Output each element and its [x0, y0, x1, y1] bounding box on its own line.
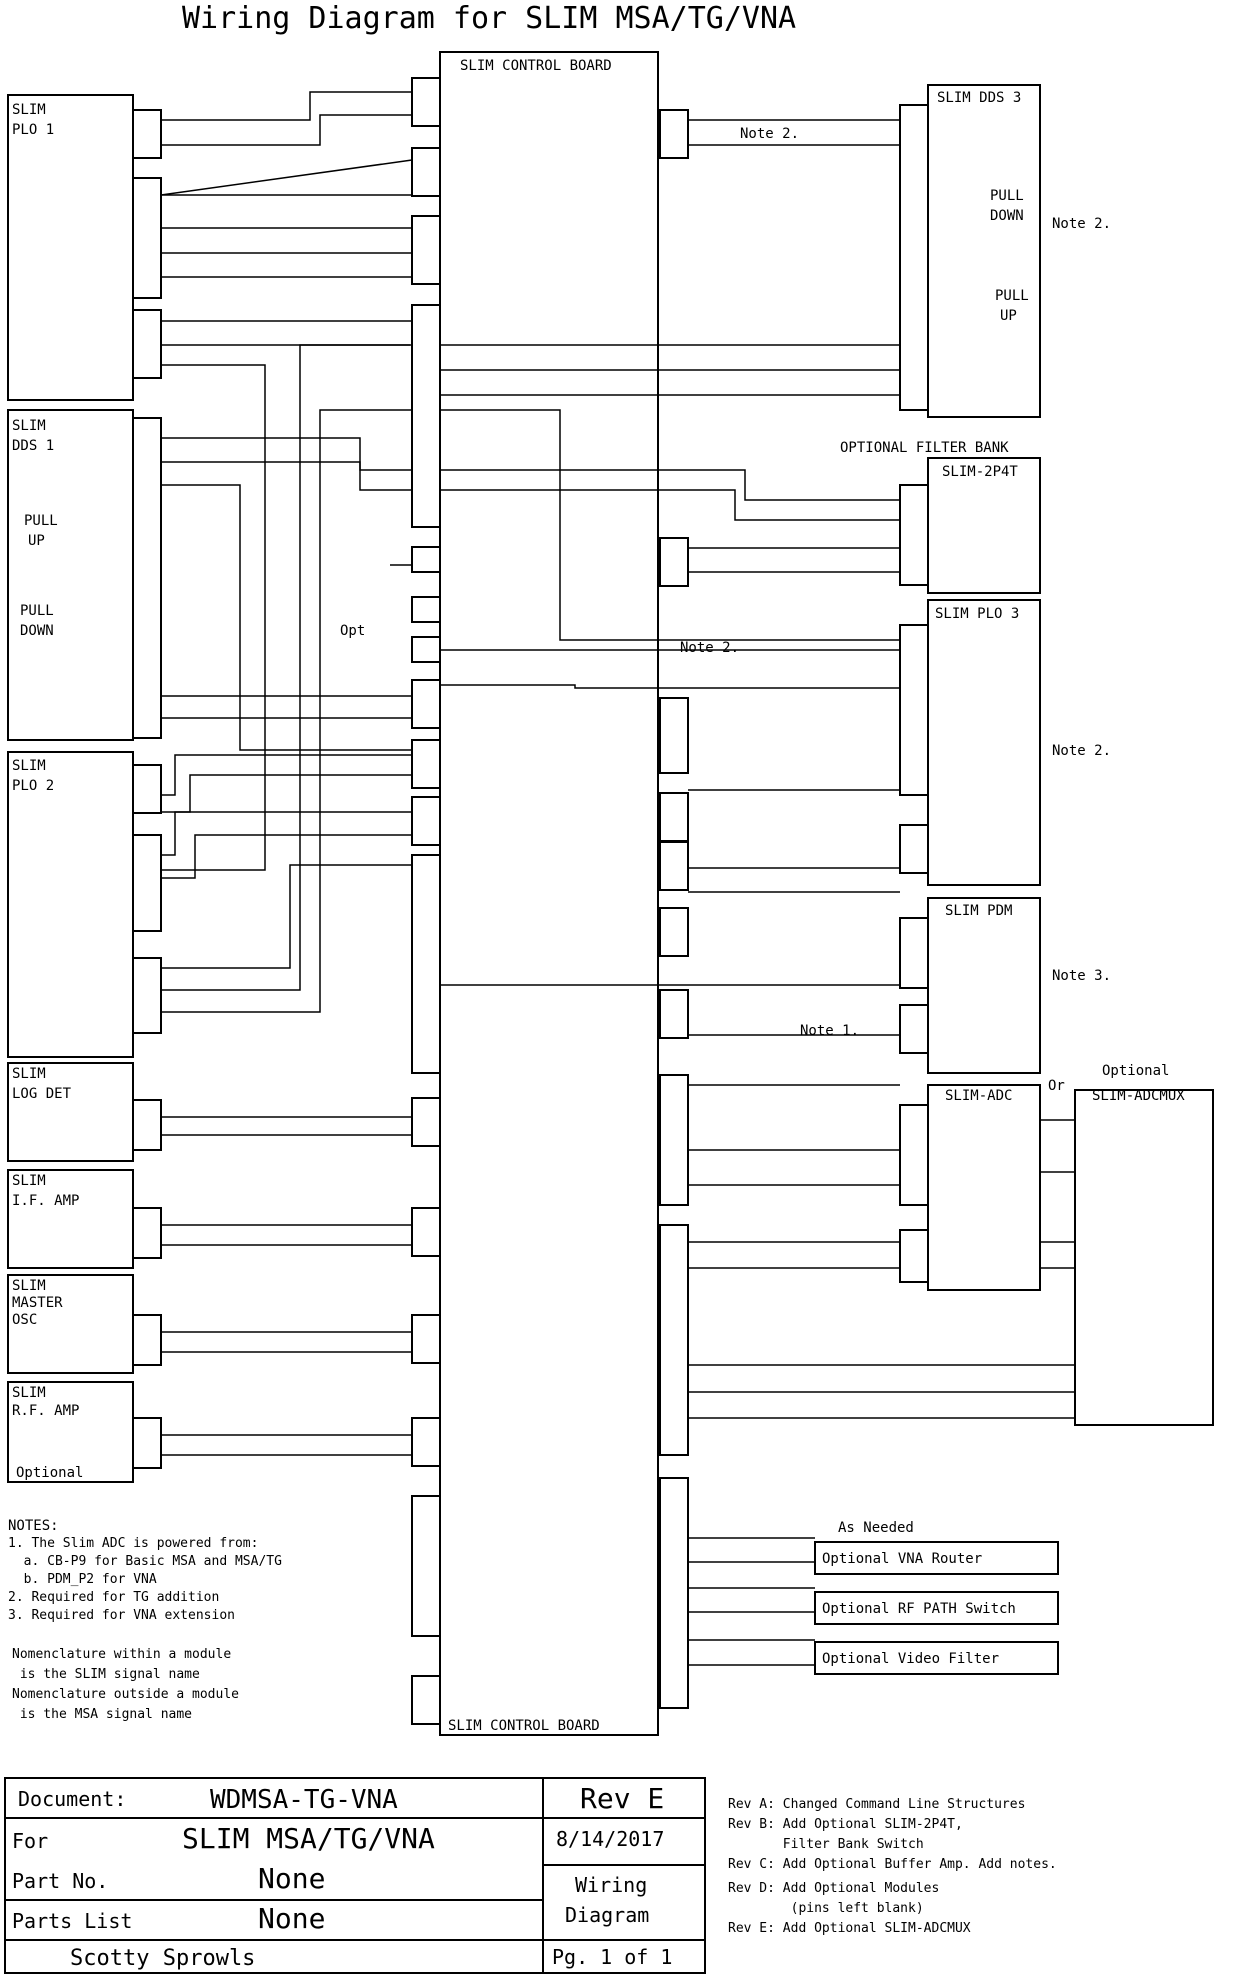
note-line-2: a. CB-P9 for Basic MSA and MSA/TG	[8, 1554, 282, 1569]
opt-label: Opt	[340, 623, 365, 639]
plo2-line2: PLO 2	[12, 778, 54, 794]
rev-line-7: Rev E: Add Optional SLIM-ADCMUX	[728, 1921, 971, 1936]
document-label: Document:	[18, 1787, 126, 1811]
masterosc-line3: OSC	[12, 1312, 37, 1328]
adcmux-header: Optional	[1102, 1063, 1169, 1079]
notes-heading: NOTES:	[8, 1518, 59, 1534]
nomenclature-2: is the SLIM signal name	[12, 1667, 200, 1682]
logdet-line2: LOG DET	[12, 1086, 72, 1102]
rfamp-line2: R.F. AMP	[12, 1403, 79, 1419]
for-value: SLIM MSA/TG/VNA	[182, 1822, 435, 1855]
dds1-line1: SLIM	[12, 418, 46, 434]
p2p4t-title: SLIM-2P4T	[942, 464, 1018, 480]
dds1-pull-up-1: PULL	[24, 513, 58, 529]
as-needed-label: As Needed	[838, 1520, 914, 1536]
dds1-pull-down-1: PULL	[20, 603, 54, 619]
note-line-1: 1. The Slim ADC is powered from:	[8, 1536, 258, 1551]
part-value: None	[258, 1862, 325, 1895]
plo1-line2: PLO 1	[12, 122, 54, 138]
nomenclature-4: is the MSA signal name	[12, 1707, 192, 1722]
dds3-pull-up-1: PULL	[995, 288, 1029, 304]
masterosc-line2: MASTER	[12, 1295, 63, 1311]
rfamp-line3: Optional	[16, 1465, 83, 1481]
adcmux-title: SLIM-ADCMUX	[1092, 1088, 1185, 1104]
ifamp-line2: I.F. AMP	[12, 1193, 79, 1209]
for-label: For	[12, 1829, 48, 1853]
rf-path-label: Optional RF PATH Switch	[822, 1601, 1016, 1617]
note-line-4: 2. Required for TG addition	[8, 1590, 219, 1605]
page-value: Pg. 1 of 1	[552, 1945, 672, 1969]
note-line-5: 3. Required for VNA extension	[8, 1608, 235, 1623]
diagram-title: Wiring Diagram for SLIM MSA/TG/VNA	[182, 1, 796, 36]
rev-line-5: Rev D: Add Optional Modules	[728, 1881, 939, 1896]
rev-line-3: Filter Bank Switch	[728, 1837, 924, 1852]
video-filter-label: Optional Video Filter	[822, 1651, 999, 1667]
adc-title: SLIM-ADC	[945, 1088, 1012, 1104]
dds3-title: SLIM DDS 3	[937, 90, 1021, 106]
pdm-title: SLIM PDM	[945, 903, 1012, 919]
plo3-wire-note: Note 2.	[680, 640, 739, 656]
type-line1: Wiring	[575, 1873, 647, 1897]
rev-line-2: Rev B: Add Optional SLIM-2P4T,	[728, 1817, 963, 1832]
document-value: WDMSA-TG-VNA	[210, 1785, 398, 1815]
rev-line-6: (pins left blank)	[728, 1901, 924, 1916]
adc-wire-note: Note 1.	[800, 1023, 859, 1039]
plo3-note: Note 2.	[1052, 743, 1111, 759]
dds1-pull-down-2: DOWN	[20, 623, 54, 639]
filter-bank-header: OPTIONAL FILTER BANK	[840, 440, 1009, 456]
parts-list-value: None	[258, 1902, 325, 1935]
dds3-note: Note 2.	[1052, 216, 1111, 232]
rev-line-1: Rev A: Changed Command Line Structures	[728, 1797, 1025, 1812]
nomenclature-1: Nomenclature within a module	[12, 1647, 231, 1662]
plo1-line1: SLIM	[12, 102, 46, 118]
adcmux-or: Or	[1048, 1078, 1065, 1094]
dds3-pull-down-1: PULL	[990, 188, 1024, 204]
ifamp-line1: SLIM	[12, 1173, 46, 1189]
rev-line-4: Rev C: Add Optional Buffer Amp. Add note…	[728, 1857, 1057, 1872]
dds3-pull-down-2: DOWN	[990, 208, 1024, 224]
dds1-pull-up-2: UP	[28, 533, 45, 549]
vna-router-label: Optional VNA Router	[822, 1551, 982, 1567]
dds1-line2: DDS 1	[12, 438, 54, 454]
parts-list-label: Parts List	[12, 1909, 132, 1933]
control-board-bottom-label: SLIM CONTROL BOARD	[448, 1718, 600, 1734]
date-value: 8/14/2017	[556, 1827, 664, 1851]
dds3-pull-up-2: UP	[1000, 308, 1017, 324]
rev-value: Rev E	[580, 1782, 664, 1815]
part-label: Part No.	[12, 1869, 108, 1893]
pdm-note: Note 3.	[1052, 968, 1111, 984]
plo3-title: SLIM PLO 3	[935, 606, 1019, 622]
note-line-3: b. PDM_P2 for VNA	[8, 1572, 157, 1587]
type-line2: Diagram	[565, 1903, 649, 1927]
logdet-line1: SLIM	[12, 1066, 46, 1082]
masterosc-line1: SLIM	[12, 1278, 46, 1294]
plo2-line1: SLIM	[12, 758, 46, 774]
control-board-top-label: SLIM CONTROL BOARD	[460, 58, 612, 74]
rfamp-line1: SLIM	[12, 1385, 46, 1401]
nomenclature-3: Nomenclature outside a module	[12, 1687, 239, 1702]
author-value: Scotty Sprowls	[70, 1946, 255, 1971]
p17-note: Note 2.	[740, 126, 799, 142]
